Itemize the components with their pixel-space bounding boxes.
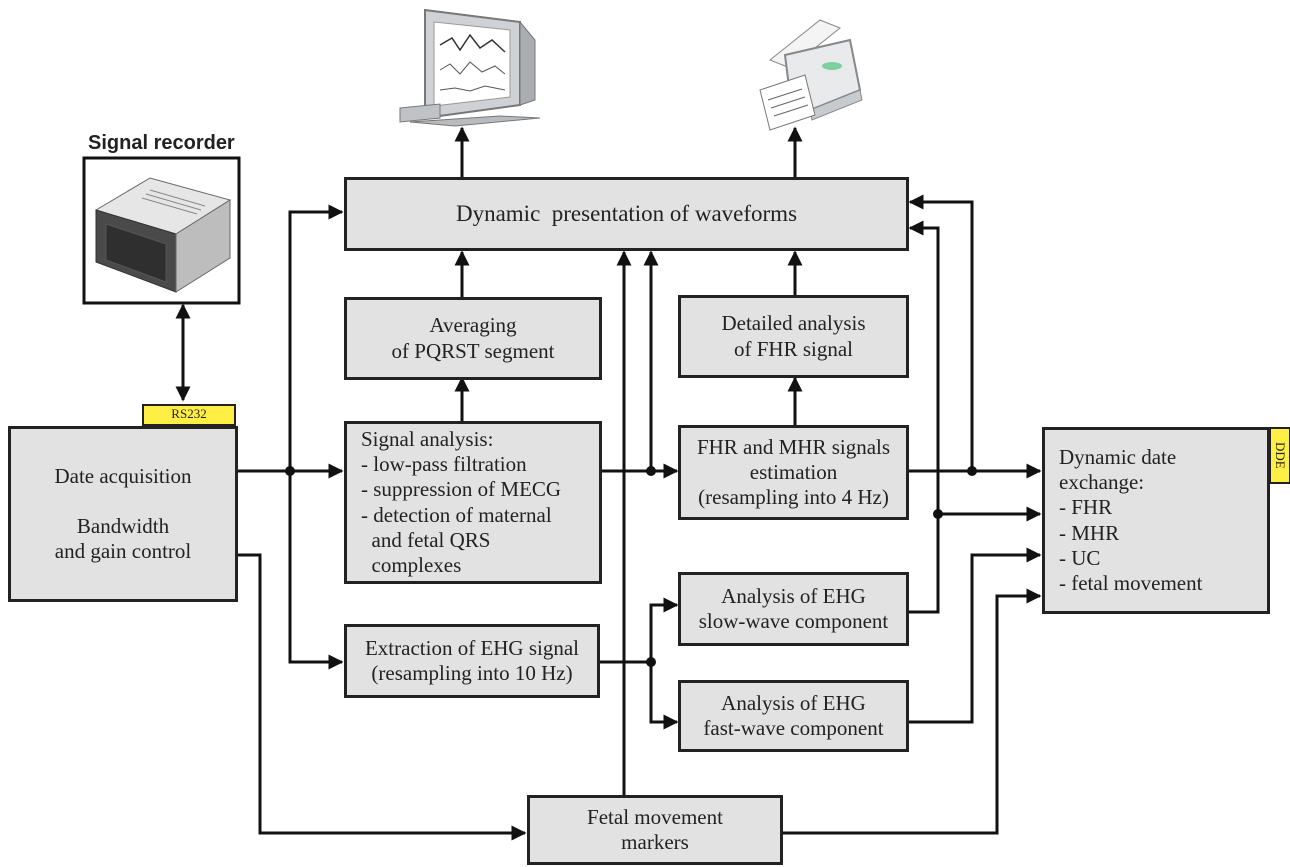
box-label-line: Dynamic presentation of waveforms — [455, 201, 798, 227]
ehg-extraction-box: Extraction of EHG signal(resampling into… — [344, 624, 600, 698]
box-label-line: Fetal movement — [587, 804, 723, 829]
junction-dot — [646, 466, 656, 476]
acq-to-fetal — [237, 553, 527, 841]
bus-to-presentation — [288, 204, 344, 471]
box-label-line: slow-wave component — [698, 609, 889, 633]
bus-to-extraction — [288, 471, 344, 670]
recorder-device-icon — [94, 177, 232, 293]
box-label-line: of FHR signal — [733, 336, 853, 361]
box-label-line: - detection of maternal — [361, 502, 552, 527]
box-label-line: of PQRST segment — [391, 338, 555, 363]
box-label-line: - FHR — [1059, 495, 1113, 520]
box-label-line: exchange: — [1059, 470, 1145, 495]
junction-dot — [933, 509, 943, 519]
box-label-line: and gain control — [54, 539, 192, 564]
junction-dot — [285, 466, 295, 476]
box-label-line: Detailed analysis — [721, 311, 866, 336]
dde-tag: DDE — [1269, 427, 1290, 484]
rs232-tag: RS232 — [142, 404, 236, 426]
monitor-icon — [399, 8, 541, 127]
printer-icon — [759, 19, 863, 131]
box-label-line: Averaging — [429, 313, 517, 338]
box-label-line: markers — [621, 830, 689, 854]
box-label-line: and fetal QRS — [361, 527, 491, 552]
signal-recorder-title: Signal recorder — [88, 132, 235, 154]
fetal-to-exchange — [782, 588, 1042, 835]
box-label-line: - fetal movement — [1059, 570, 1203, 595]
fhrmhr-to-presentation — [908, 194, 974, 471]
junction-dot — [646, 657, 656, 667]
slow-to-presentation — [907, 220, 940, 614]
box-label-line: - suppression of MECG — [361, 477, 562, 502]
box-label-line: fast-wave component — [703, 716, 884, 740]
signal-analysis-box: Signal analysis:- low-pass filtration- s… — [344, 421, 602, 584]
box-label-line: Dynamic date — [1059, 444, 1177, 469]
extraction-to-slow — [649, 597, 679, 662]
box-label-line: complexes — [361, 552, 462, 577]
box-label-line: Extraction of EHG signal — [364, 635, 580, 660]
box-label-line: (resampling into 10 Hz) — [371, 661, 573, 685]
box-label-line: estimation — [749, 459, 838, 484]
box-label-line: - MHR — [1059, 520, 1120, 545]
box-label-line: (resampling into 4 Hz) — [698, 485, 889, 510]
box-label-line: - low-pass filtration — [361, 452, 527, 477]
fast-to-exchange — [907, 547, 1042, 724]
box-label-line: Date acquisition — [54, 463, 192, 488]
junction-dot — [967, 466, 977, 476]
waveform-presentation-box: Dynamic presentation of waveforms — [344, 177, 909, 251]
box-label-line: FHR and MHR signals — [696, 434, 891, 459]
box-label-line: Signal analysis: — [361, 426, 494, 451]
box-label-line: Bandwidth — [76, 514, 170, 538]
extraction-to-fast — [649, 662, 679, 730]
box-label-line: Analysis of EHG — [721, 583, 866, 608]
box-label-line: - UC — [1059, 545, 1101, 570]
box-label-line — [120, 489, 125, 514]
box-label-line: Analysis of EHG — [721, 690, 866, 715]
